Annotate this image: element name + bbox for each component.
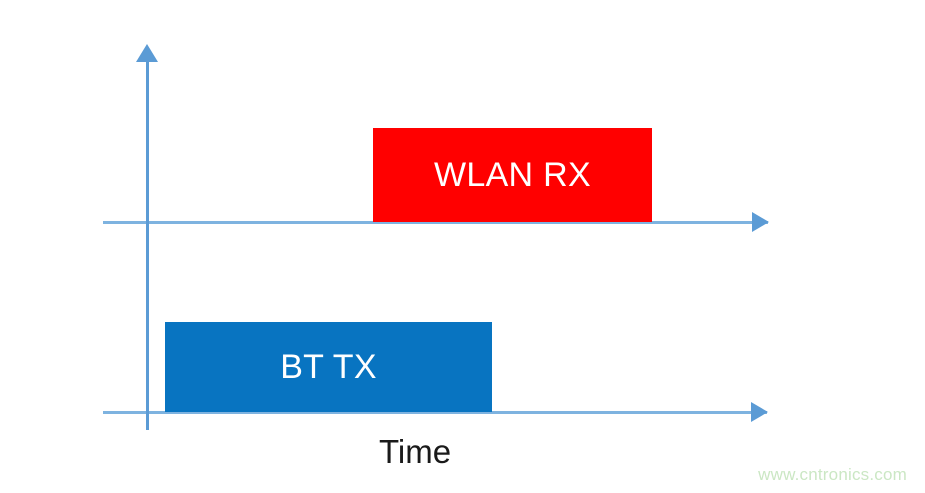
bt-tx-label: BT TX: [280, 348, 377, 386]
arrow-right-icon: [752, 212, 769, 232]
wlan-axis-line: [103, 221, 768, 224]
watermark-text: www.cntronics.com: [758, 465, 907, 484]
bt-tx-block: BT TX: [165, 322, 492, 412]
arrow-right-icon: [751, 402, 768, 422]
time-axis-label: Time: [378, 433, 452, 470]
wlan-rx-block: WLAN RX: [373, 128, 652, 222]
vertical-axis-line: [146, 60, 149, 430]
wlan-rx-label: WLAN RX: [433, 156, 591, 194]
arrow-up-icon: [136, 44, 158, 62]
bt-axis-line: [103, 411, 767, 414]
